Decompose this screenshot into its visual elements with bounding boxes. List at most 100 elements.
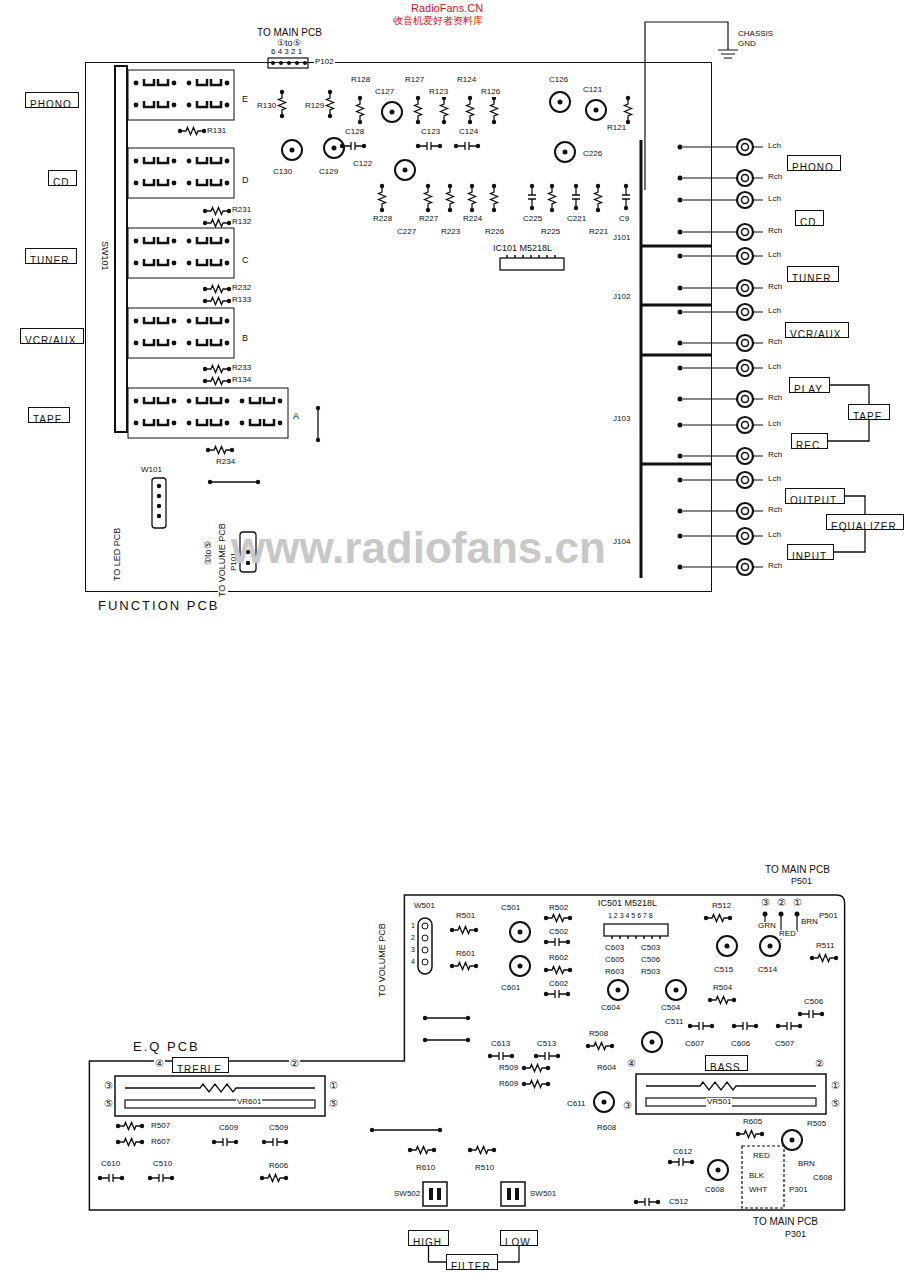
component-label: C [241,256,250,266]
component-label: R134 [231,376,252,385]
eq-pcb-art [544,938,570,946]
function-pcb-art [203,378,231,385]
component-label: TO MAIN PCB [764,864,831,875]
component-label: R501 [455,912,476,921]
component-label: C601 [500,984,521,993]
function-pcb-art [550,92,570,112]
function-pcb-art [454,142,480,150]
component-label: Rch [767,394,783,403]
eq-pcb-art [423,1016,427,1020]
eq-pcb-art [418,918,432,974]
function-pcb-art [178,128,206,135]
box-label: VCR/AUX [790,329,841,341]
box-label: EQUALIZER [831,521,897,533]
eq-pcb-art [212,1138,238,1146]
component-label: R510 [474,1164,495,1173]
function-pcb-art [595,184,602,212]
component-label: ①to⑤ [204,540,214,566]
component-label: C226 [582,150,603,159]
component-label: Rch [767,338,783,347]
function-pcb-art [210,408,318,482]
eq-pcb-art [704,915,732,922]
function-pcb-art [678,192,764,208]
eq-pcb-art [522,1065,550,1072]
component-label: R602 [548,954,569,963]
component-label: C227 [396,228,417,237]
eq-pcb-art [148,1174,174,1182]
function-pcb-art [678,528,764,544]
eq-pcb-art [646,1098,816,1106]
component-label: R233 [231,364,252,373]
function-pcb-art [678,360,764,376]
label-box: TUNER [25,248,77,264]
component-label: Rch [767,173,783,182]
component-label: C128 [344,128,365,137]
component-label: IC101 M5218L [492,244,553,254]
label-box: LOW [500,1230,538,1246]
function-pcb-art [134,157,177,185]
component-label: C126 [548,76,569,85]
function-pcb-art [528,184,536,210]
eq-pcb-art [544,915,572,922]
eq-pcb-art [423,1038,427,1042]
function-pcb-art [316,406,320,410]
function-pcb-art [678,280,764,296]
function-pcb-art [500,258,564,270]
function-pcb-art [157,494,161,498]
component-label: C507 [774,1040,795,1049]
eq-pcb-art [260,1175,288,1182]
label-box: REC [791,433,828,449]
component-label: TO MAIN PCB [256,27,323,38]
component-label: Rch [767,451,783,460]
function-pcb-art [625,96,632,124]
component-label: ① [792,897,803,908]
label-box: INPUT [787,544,834,560]
eq-pcb-art [760,936,780,956]
component-label: ④ [154,1058,165,1069]
function-pcb-art [187,237,230,265]
component-label: C124 [458,128,479,137]
function-pcb-art [115,22,763,578]
site-mark: RadioFans.CN [410,2,484,14]
function-pcb-art [134,79,177,107]
component-label: Rch [767,283,783,292]
eq-pcb-art [608,980,628,1000]
component-label: Lch [767,475,782,484]
function-pcb-art [208,480,212,484]
pcb-title: E.Q PCB [133,1040,200,1054]
component-label: R126 [480,88,501,97]
component-label: VR601 [236,1098,262,1107]
component-label: C9 [618,215,630,224]
component-label: C608 [812,1174,833,1183]
function-pcb-art [128,228,234,278]
component-label: R607 [150,1138,171,1147]
component-label: C602 [548,980,569,989]
function-pcb-art [678,503,764,519]
component-label: R224 [462,215,483,224]
function-pcb-art [157,484,161,488]
eq-pcb-art [522,1081,550,1088]
component-label: C504 [660,1004,681,1013]
function-pcb-art [128,308,234,358]
component-label: R127 [404,76,425,85]
function-pcb-art [678,139,764,155]
function-pcb-art [327,90,334,118]
component-label: R604 [596,1064,617,1073]
component-label: C225 [522,215,543,224]
component-label: R132 [231,218,252,227]
component-label: SW101 [99,240,109,272]
watermark: www.radiofans.cn [230,524,607,572]
component-label: Rch [767,227,783,236]
component-label: R232 [231,284,252,293]
component-label: C506 [640,956,661,965]
pcb-outline-shape [89,895,844,1210]
component-label: GND [737,40,757,49]
eq-pcb-art [634,1198,660,1206]
function-pcb-art [187,317,230,345]
component-label: R123 [428,88,449,97]
component-label: ③ [760,897,771,908]
eq-pcb-art [115,1076,325,1116]
component-label: R606 [268,1162,289,1171]
component-label: C122 [352,160,373,169]
